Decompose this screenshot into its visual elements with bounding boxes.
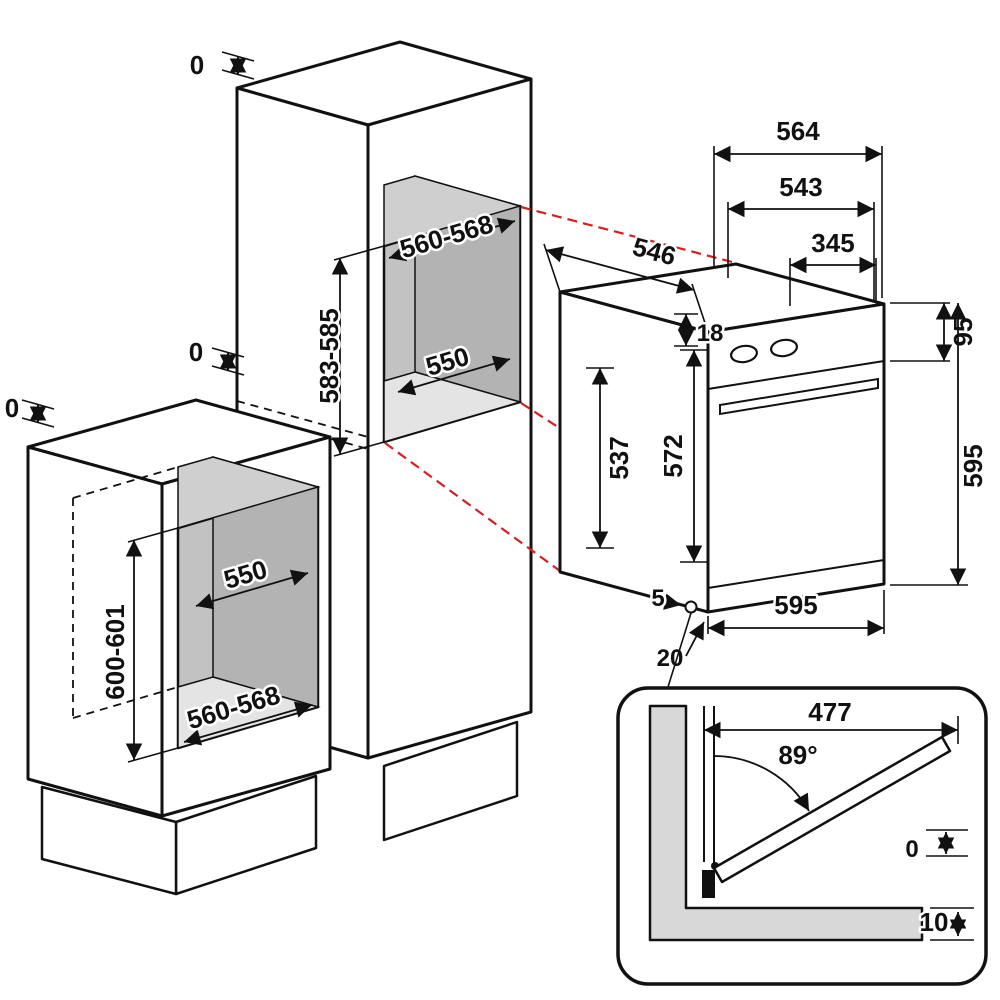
oven-depth-ext-2 xyxy=(691,283,709,333)
detail-inset: 477 89° 0 10 xyxy=(616,612,988,986)
tall-cabinet-plinth xyxy=(382,720,519,842)
dim-oven-width: 595 xyxy=(774,590,817,620)
oven-handle-top xyxy=(719,377,879,416)
base-niche-depth-arrow xyxy=(195,569,309,610)
oven-control-panel-line xyxy=(707,360,885,390)
dim-oven-panel-height: 95 xyxy=(948,318,978,347)
dim-oven-depth: 546 xyxy=(629,231,679,271)
detail-leader-line xyxy=(667,612,692,688)
dim-oven-width-body: 543 xyxy=(779,172,822,202)
base-cabinet-plinth-left xyxy=(40,785,178,896)
dim-oven-width-vent: 345 xyxy=(811,228,854,258)
detail-cabinet-section xyxy=(648,704,924,942)
oven-door-bottom-line xyxy=(707,559,885,589)
dim-detail-floor-gap: 10 xyxy=(920,907,949,937)
base-hidden-floor-edge xyxy=(72,686,179,719)
dim-base-niche-height: 600-601 xyxy=(100,604,130,699)
dim-oven-width-rear: 564 xyxy=(776,116,820,146)
base-cabinet-drawing xyxy=(26,398,332,896)
dim-oven-hinge-gap: 5 xyxy=(651,585,664,612)
tall-niche-height-ext-1 xyxy=(333,245,385,261)
base-niche-top-wall xyxy=(177,456,321,530)
tall-niche-width-arrow xyxy=(388,217,516,262)
dim-tall-top-gap: 0 xyxy=(190,50,204,80)
projection-line-bottom xyxy=(384,442,561,572)
tall-niche-depth-arrow xyxy=(397,355,511,396)
base-cabinet-left-face xyxy=(26,445,164,818)
dim-oven-frame: 18 xyxy=(697,320,724,347)
dim-oven-cavity-height: 537 xyxy=(604,436,634,479)
oven-hinge-pointer xyxy=(663,593,682,610)
dim-oven-height: 595 xyxy=(958,444,988,487)
dim-tall-flush-gap: 0 xyxy=(189,337,203,367)
oven-bottom-pointer xyxy=(685,621,705,657)
oven-depth-arrow xyxy=(545,246,695,294)
dim-oven-door-height: 572 xyxy=(658,434,688,477)
base-niche-width-arrow xyxy=(183,701,313,746)
dim-detail-angle: 89° xyxy=(778,740,817,770)
dim-base-top-gap: 0 xyxy=(5,393,19,423)
detail-open-door xyxy=(712,735,952,884)
oven-knob-right xyxy=(769,338,799,358)
projection-line-top xyxy=(520,205,737,265)
oven-knob-left xyxy=(729,344,759,364)
dim-detail-door-gap: 0 xyxy=(905,836,918,863)
base-hidden-top-edge xyxy=(72,466,179,499)
detail-angle-arc xyxy=(713,755,810,812)
detail-hinge-bracket xyxy=(702,870,715,898)
dim-tall-niche-height: 583-585 xyxy=(314,308,344,403)
oven-hinge-point-marker xyxy=(684,600,698,614)
dim-oven-bottom-clearance: 20 xyxy=(657,645,684,672)
dim-detail-door-length: 477 xyxy=(808,697,851,727)
base-niche-height-ext-1 xyxy=(127,527,179,543)
